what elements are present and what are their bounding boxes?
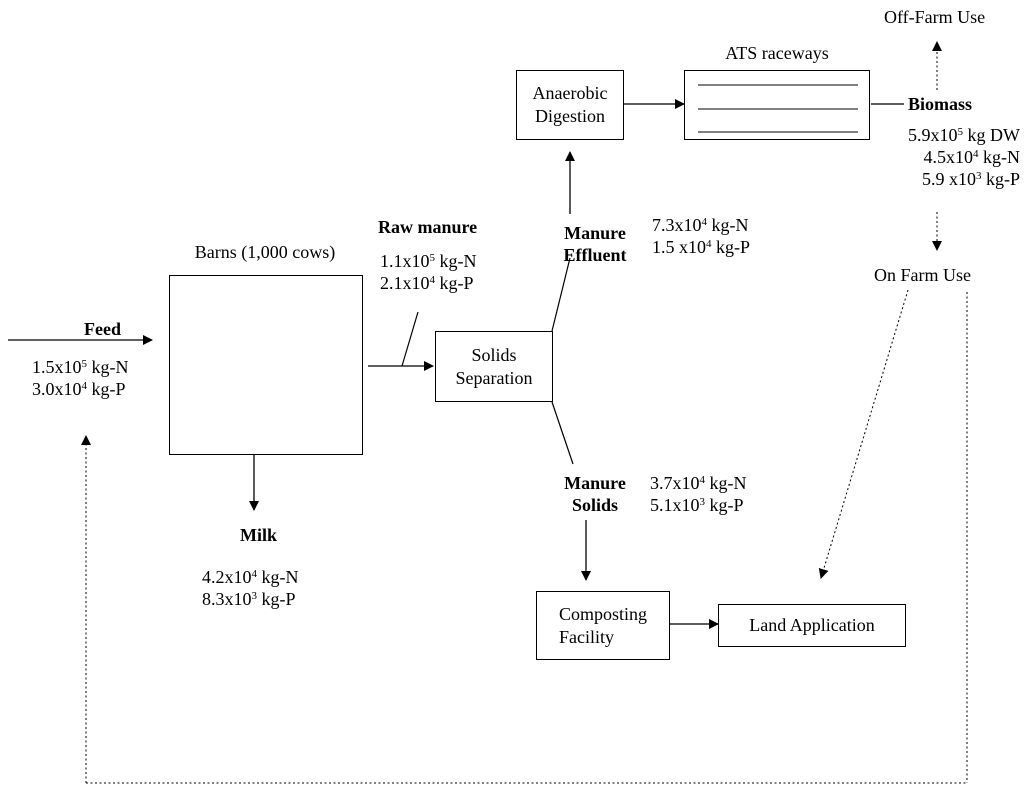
biomass-p-value: 5.9 x103 kg-P xyxy=(921,169,1020,189)
ats-raceways-box xyxy=(684,70,870,140)
effluent-leader xyxy=(551,257,571,332)
solids-p-value: 5.1x103 kg-P xyxy=(650,495,744,515)
solids-separation-line2: Separation xyxy=(455,367,533,388)
feed-title: Feed xyxy=(84,319,121,339)
manure-solids-title: Manure Solids xyxy=(564,473,626,515)
composting-line1: Composting xyxy=(558,603,647,624)
manure-solids-values: 3.7x104 kg-N 5.1x103 kg-P xyxy=(650,472,747,516)
solids-separation-box: Solids Separation xyxy=(435,331,553,402)
feed-p-value: 3.0x104 kg-P xyxy=(32,379,126,399)
milk-n-value: 4.2x104 kg-N xyxy=(202,567,299,587)
composting-facility-box: Composting Facility xyxy=(536,591,670,660)
milk-title: Milk xyxy=(240,525,278,545)
solids-leader xyxy=(551,401,574,465)
feed-n-value: 1.5x105 kg-N xyxy=(32,357,129,377)
raw-manure-values: 1.1x105 kg-N 2.1x104 kg-P xyxy=(380,250,477,294)
land-application-label: Land Application xyxy=(749,615,875,635)
raw-manure-p-value: 2.1x104 kg-P xyxy=(380,273,474,293)
off-farm-use-label: Off-Farm Use xyxy=(884,7,986,27)
biomass-n-value: 4.5x104 kg-N xyxy=(923,147,1021,167)
manure-effluent-values: 7.3x104 kg-N 1.5 x104 kg-P xyxy=(652,214,750,258)
effluent-p-value: 1.5 x104 kg-P xyxy=(652,237,751,257)
digestion-label-line1: Anaerobic xyxy=(532,83,608,103)
composting-line2: Facility xyxy=(558,626,614,647)
solids-separation-line1: Solids xyxy=(471,344,517,365)
feed-values: 1.5x105 kg-N 3.0x104 kg-P xyxy=(32,356,129,400)
barns-box xyxy=(169,275,363,455)
land-application-box: Land Application xyxy=(718,604,906,647)
on-farm-to-land-arrow xyxy=(818,289,909,579)
effluent-n-value: 7.3x104 kg-N xyxy=(652,215,749,235)
biomass-values: 5.9x105 kg DW 4.5x104 kg-N 5.9 x103 kg-P xyxy=(884,124,1020,190)
biomass-title: Biomass xyxy=(908,94,973,114)
digestion-label-line2: Digestion xyxy=(535,106,605,126)
manure-effluent-title: Manure Effluent xyxy=(563,223,627,265)
solids-n-value: 3.7x104 kg-N xyxy=(650,473,747,493)
barns-label: Barns (1,000 cows) xyxy=(194,242,336,262)
anaerobic-digestion-box: Anaerobic Digestion xyxy=(516,70,624,140)
milk-p-value: 8.3x103 kg-P xyxy=(202,589,296,609)
biomass-dw-value: 5.9x105 kg DW xyxy=(908,125,1020,145)
on-farm-use-label: On Farm Use xyxy=(874,265,971,285)
raw-manure-n-value: 1.1x105 kg-N xyxy=(380,251,477,271)
raw-manure-title: Raw manure xyxy=(378,217,478,237)
milk-values: 4.2x104 kg-N 8.3x103 kg-P xyxy=(202,566,299,610)
raw-manure-leader xyxy=(401,311,419,367)
ats-raceways-label: ATS raceways xyxy=(725,43,829,63)
